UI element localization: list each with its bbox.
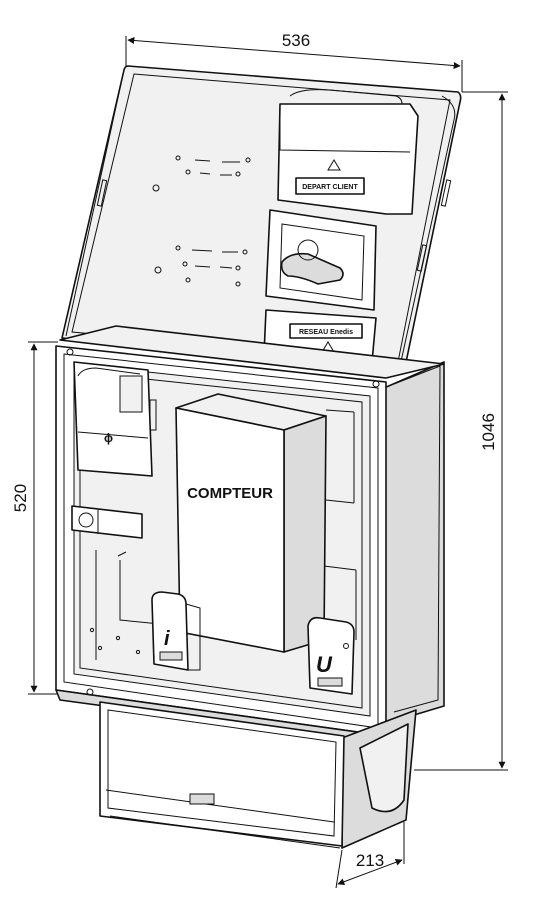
- compteur-meter: COMPTEUR: [175, 393, 327, 653]
- depart-client-plate: [295, 177, 365, 195]
- total-height-dimension-label: 1046: [479, 413, 498, 451]
- left-switch-module: ɸ: [73, 361, 157, 477]
- dimension-width: 536: [125, 31, 463, 92]
- voltage-u-icon: U: [316, 652, 333, 677]
- lower-cable-box: [99, 701, 417, 849]
- depth-dimension-label: 213: [356, 851, 384, 870]
- phase-symbol-icon: ɸ: [104, 431, 113, 445]
- lid-mounting-holes: [152, 155, 251, 287]
- dimension-box-height: 520: [11, 341, 58, 695]
- info-module: i: [151, 591, 201, 671]
- terminal-block: [71, 505, 161, 660]
- warning-triangle-icon: [327, 159, 341, 171]
- dimension-depth: 213: [335, 822, 405, 889]
- depart-client-label: DEPART CLIENT: [302, 184, 358, 191]
- width-dimension-label: 536: [282, 31, 310, 50]
- rotary-switch-handle-icon: [280, 252, 344, 285]
- info-i-icon: i: [164, 628, 170, 650]
- reseau-enedis-plate: [289, 323, 363, 339]
- voltage-module: U: [307, 616, 355, 695]
- reseau-enedis-label: RESEAU Enedis: [299, 329, 353, 336]
- depart-breaker-unit: DEPART CLIENT RESEAU Enedis: [263, 89, 419, 363]
- box-height-dimension-label: 520: [11, 484, 30, 512]
- lower-box-badge: [189, 793, 215, 805]
- compteur-label: COMPTEUR: [187, 485, 273, 502]
- dimension-total-height: 1046: [414, 91, 508, 771]
